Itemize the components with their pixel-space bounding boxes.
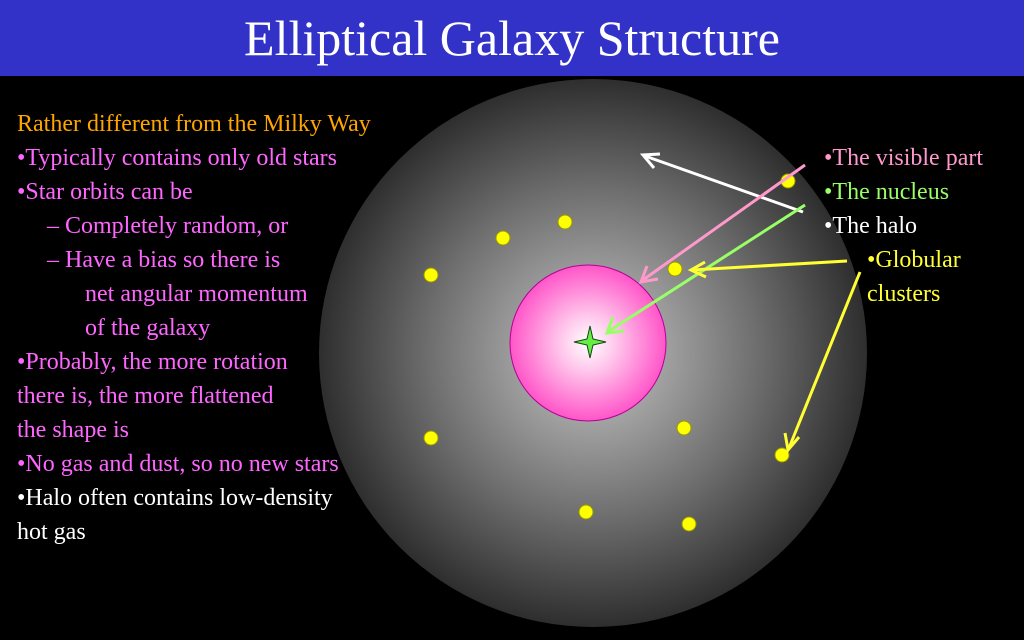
globular-cluster-dot xyxy=(774,447,790,463)
globular-label: •Globular clusters xyxy=(867,243,961,311)
globular-cluster-dot xyxy=(423,267,439,283)
bullet-halo-gas-1: •Halo often contains low-density xyxy=(17,485,333,511)
title-bar: Elliptical Galaxy Structure xyxy=(0,0,1024,76)
globular-cluster-dot xyxy=(676,420,692,436)
bullet-star-orbits: •Star orbits can be xyxy=(17,179,193,205)
label-halo: •The halo xyxy=(824,213,918,239)
left-text-block: Rather different from the Milky Way •Typ… xyxy=(17,107,407,549)
label-globular-1: •Globular xyxy=(867,247,961,273)
bullet-rotation-2: there is, the more flattened xyxy=(17,383,274,409)
label-visible-part: •The visible part xyxy=(824,145,984,171)
center-star-icon xyxy=(573,325,607,359)
globular-cluster-dot xyxy=(423,430,439,446)
sub-bullet-random: – Completely random, or xyxy=(47,213,289,239)
globular-cluster-dot xyxy=(681,516,697,532)
slide-title: Elliptical Galaxy Structure xyxy=(244,10,780,66)
intro-text: Rather different from the Milky Way xyxy=(17,111,371,137)
sub-bullet-bias-1: – Have a bias so there is xyxy=(47,247,281,273)
globular-cluster-dot xyxy=(557,214,573,230)
globular-arrow-lower xyxy=(783,271,862,454)
label-nucleus: •The nucleus xyxy=(824,179,950,205)
sub-bullet-bias-3: of the galaxy xyxy=(85,315,211,341)
globular-arrow-upper xyxy=(687,259,848,279)
bullet-rotation-1: •Probably, the more rotation xyxy=(17,349,288,375)
globular-cluster-dot xyxy=(578,504,594,520)
label-globular-2: clusters xyxy=(867,281,941,307)
globular-cluster-dot xyxy=(495,230,511,246)
halo-arrow xyxy=(639,152,804,214)
sub-bullet-bias-2: net angular momentum xyxy=(85,281,308,307)
bullet-old-stars: •Typically contains only old stars xyxy=(17,145,338,171)
visible-part-arrow xyxy=(638,163,806,284)
bullet-no-gas: •No gas and dust, so no new stars xyxy=(17,451,339,477)
globular-clusters xyxy=(423,173,796,532)
bullet-rotation-3: the shape is xyxy=(17,417,129,443)
bullet-halo-gas-2: hot gas xyxy=(17,519,86,545)
right-labels: •The visible part •The nucleus •The halo xyxy=(824,141,983,243)
globular-cluster-dot xyxy=(667,261,683,277)
